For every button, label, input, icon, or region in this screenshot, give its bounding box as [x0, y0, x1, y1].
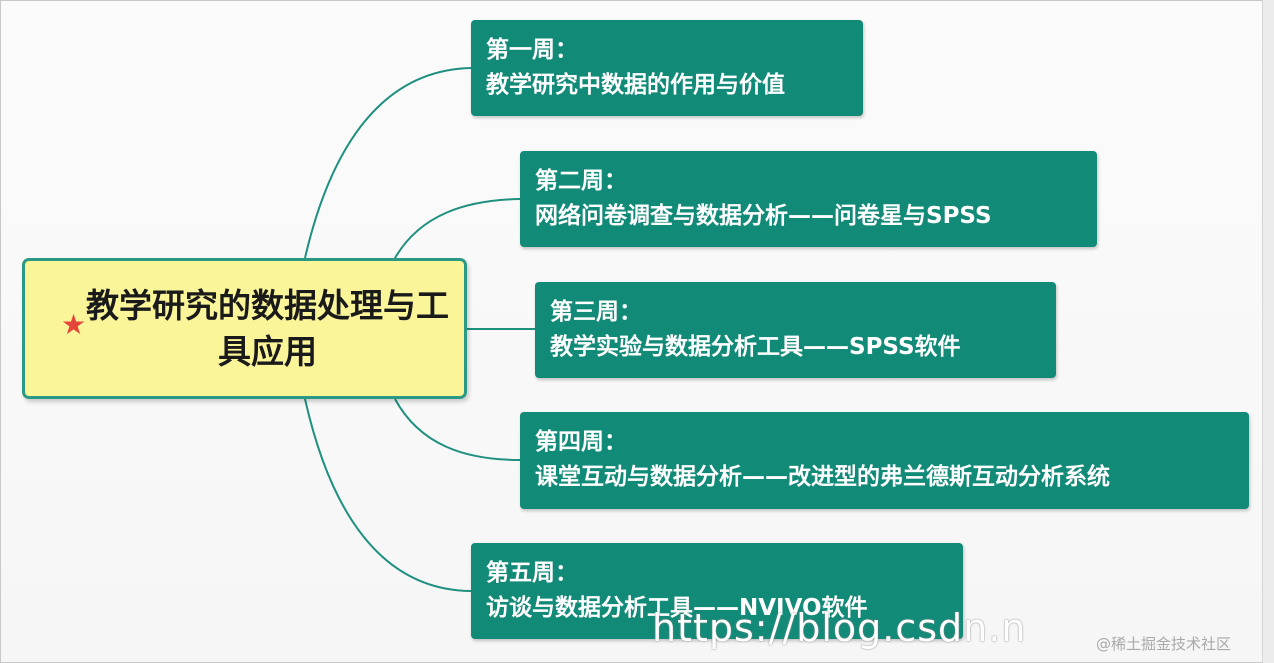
red-star-icon: ★	[61, 308, 87, 341]
branch-topic-text: 课堂互动与数据分析——改进型的弗兰德斯互动分析系统	[535, 464, 1110, 490]
branch-week-label: 第一周：	[486, 37, 578, 63]
branch-week-1[interactable]: 第一周： 教学研究中数据的作用与价值	[471, 20, 863, 116]
branch-week-4[interactable]: 第四周： 课堂互动与数据分析——改进型的弗兰德斯互动分析系统	[520, 412, 1249, 509]
branch-week-label: 第二周：	[535, 168, 627, 194]
branch-week-label: 第四周：	[535, 429, 627, 455]
branch-week-3[interactable]: 第三周： 教学实验与数据分析工具——SPSS软件	[535, 282, 1056, 378]
connector-week-4	[394, 398, 521, 461]
branch-week-5[interactable]: 第五周： 访谈与数据分析工具——NVIVO软件	[471, 543, 963, 639]
juejin-watermark: @稀土掘金技术社区	[1096, 635, 1232, 653]
branch-topic-text: 访谈与数据分析工具——NVIVO软件	[486, 595, 868, 621]
connector-week-2	[394, 198, 521, 259]
connector-week-5	[304, 398, 472, 592]
csdn-url-watermark: https://blog.csdn.n	[652, 606, 1027, 650]
branch-topic-text: 教学研究中数据的作用与价值	[486, 72, 785, 98]
vertical-scrollbar[interactable]	[1262, 0, 1274, 663]
branch-week-label: 第五周：	[486, 560, 578, 586]
branch-week-label: 第三周：	[550, 299, 642, 325]
branch-week-2[interactable]: 第二周： 网络问卷调查与数据分析——问卷星与SPSS	[520, 151, 1097, 247]
root-topic-title: 教学研究的数据处理与工具应用	[86, 286, 449, 371]
root-topic-node[interactable]: ★ 教学研究的数据处理与工具应用	[22, 258, 467, 399]
connector-week-1	[304, 67, 472, 259]
branch-topic-text: 教学实验与数据分析工具——SPSS软件	[550, 334, 961, 360]
branch-topic-text: 网络问卷调查与数据分析——问卷星与SPSS	[535, 203, 992, 229]
